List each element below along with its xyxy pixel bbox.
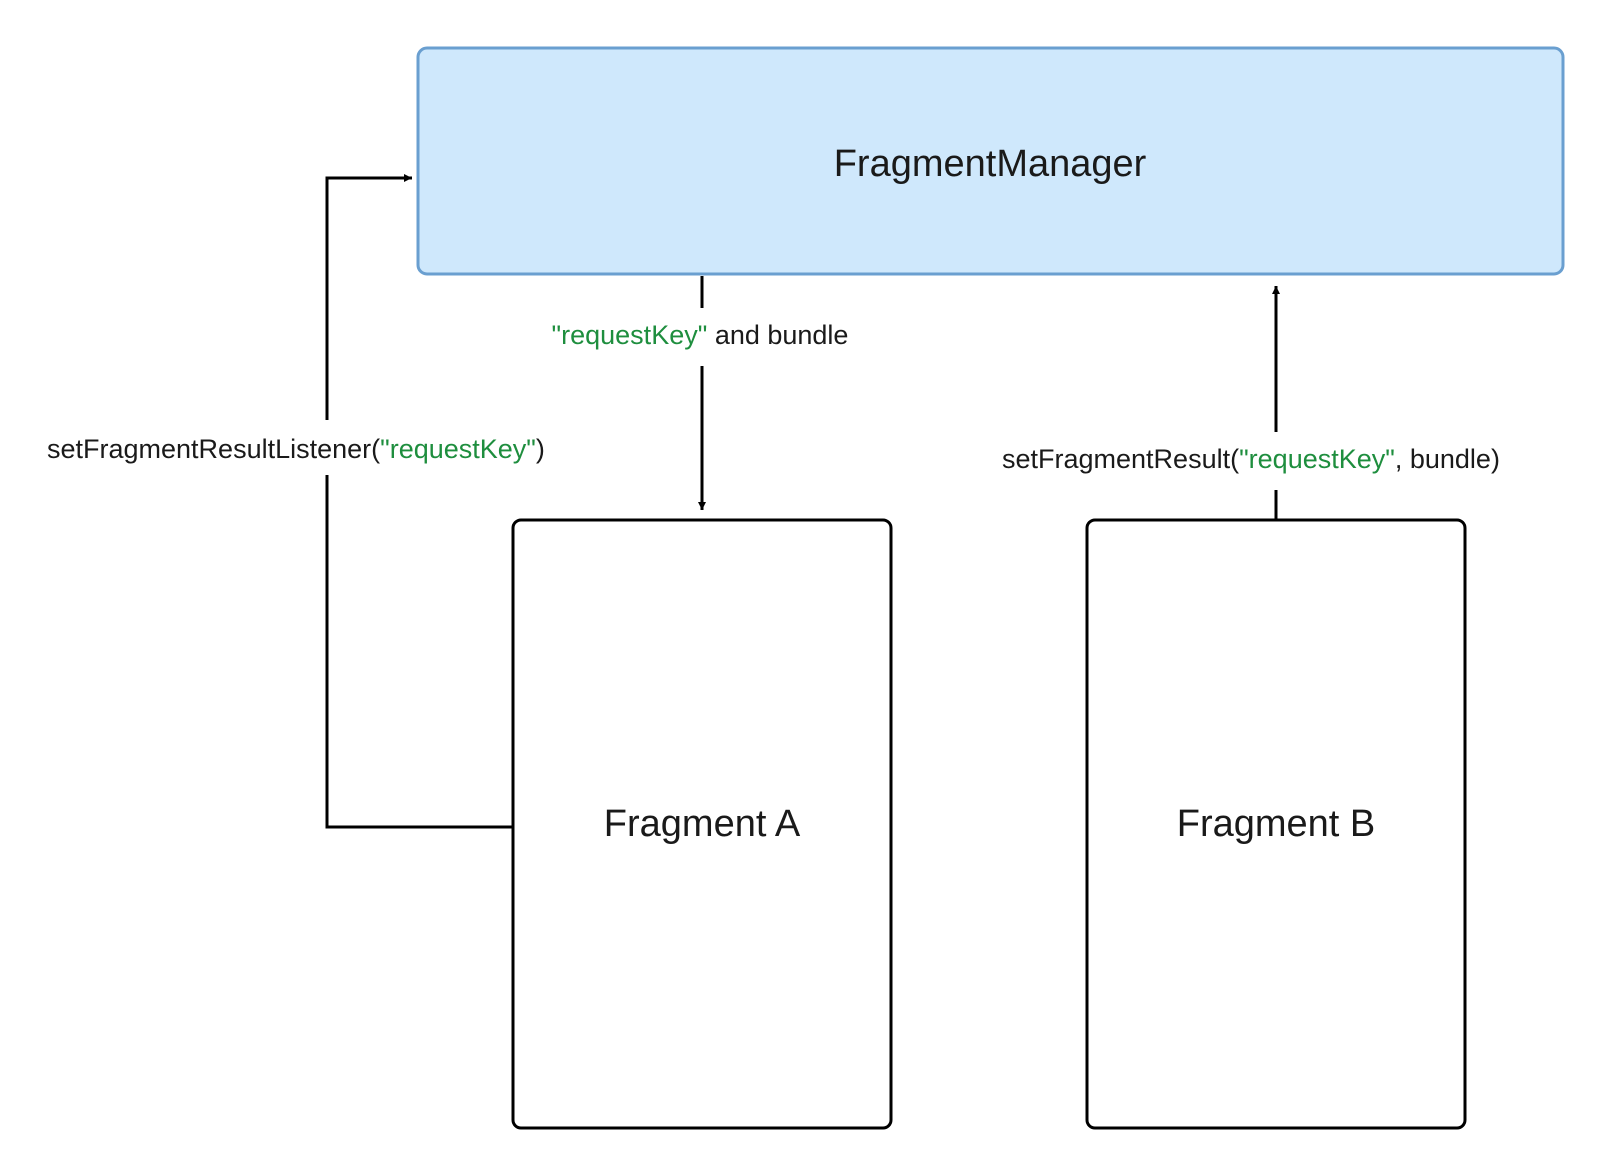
- fragment-manager-label: FragmentManager: [834, 143, 1147, 185]
- fragment-manager-node: FragmentManager: [416, 46, 1565, 276]
- delivery-label-key: "requestKey": [552, 320, 708, 350]
- listener-label-key: "requestKey": [380, 434, 536, 464]
- listener-arrow: [325, 174, 513, 829]
- delivery-label: "requestKey" and bundle: [552, 320, 849, 350]
- fragment-a-box: [511, 518, 893, 1130]
- result-label-suffix: , bundle): [1395, 444, 1500, 474]
- fragment-a-label: Fragment A: [604, 803, 801, 845]
- fragment-b-node: Fragment B: [1085, 518, 1467, 1130]
- fragment-a-node: Fragment A: [511, 518, 893, 1130]
- listener-label-suffix: ): [536, 434, 545, 464]
- result-label-key: "requestKey": [1239, 444, 1395, 474]
- result-label-prefix: setFragmentResult(: [1002, 444, 1239, 474]
- fragment-b-label: Fragment B: [1177, 803, 1376, 845]
- listener-edge: setFragmentResultListener("requestKey"): [47, 174, 545, 829]
- listener-label: setFragmentResultListener("requestKey"): [47, 434, 545, 464]
- listener-label-gap: [312, 420, 342, 475]
- result-edge: setFragmentResult("requestKey", bundle): [1002, 286, 1500, 520]
- listener-label-prefix: setFragmentResultListener(: [47, 434, 380, 464]
- fragment-manager-box: [416, 46, 1565, 276]
- delivery-label-suffix: and bundle: [707, 320, 848, 350]
- result-label: setFragmentResult("requestKey", bundle): [1002, 444, 1500, 474]
- delivery-edge: "requestKey" and bundle: [552, 276, 849, 510]
